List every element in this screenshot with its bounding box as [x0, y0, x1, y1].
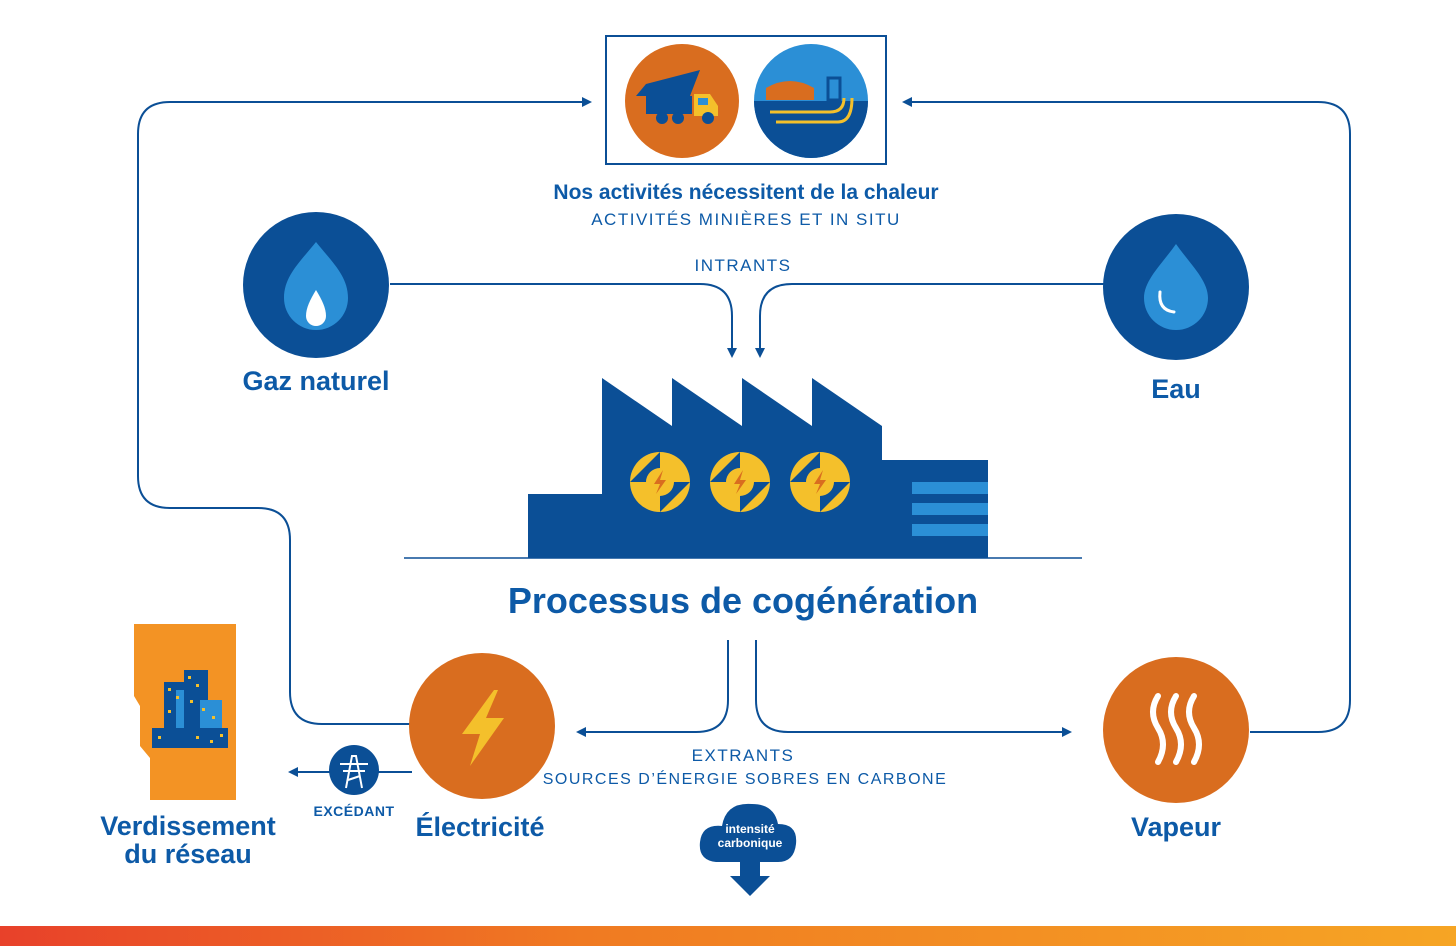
steam-icon	[1103, 657, 1249, 803]
city-icon	[152, 670, 228, 748]
surplus-label: EXCÉDANT	[313, 803, 395, 819]
outputs-label: EXTRANTS	[691, 746, 795, 765]
natural-gas-label: Gaz naturel	[242, 366, 390, 396]
electricity-label: Électricité	[415, 812, 545, 842]
connector-lines	[137, 97, 1351, 777]
in-situ-facility-icon	[754, 44, 868, 158]
grid-greening-label: Verdissement du réseau	[68, 812, 308, 868]
steam-label: Vapeur	[1130, 812, 1222, 842]
natural-gas-icon	[243, 212, 389, 358]
turbine-icon	[790, 452, 850, 512]
grid-label-line1: Verdissement	[100, 811, 276, 841]
activities-box	[605, 35, 887, 165]
gas-input-line	[390, 283, 737, 358]
outputs-sublabel: SOURCES D’ÉNERGIE SOBRES EN CARBONE	[542, 771, 948, 788]
carbon-cloud-line1: intensité	[725, 822, 775, 836]
electricity-output-line	[576, 640, 729, 737]
activities-title: Nos activités nécessitent de la chaleur	[553, 181, 939, 204]
carbon-cloud-text: intensité carbonique	[700, 822, 800, 850]
carbon-intensity-cloud-icon	[699, 803, 797, 896]
activities-subtitle: ACTIVITÉS MINIÈRES ET IN SITU	[591, 210, 901, 229]
footer-gradient-bar	[0, 926, 1456, 946]
factory-window-1	[912, 482, 988, 494]
factory-window-3	[912, 524, 988, 536]
loop-left-line	[137, 97, 592, 725]
turbine-icon	[630, 452, 690, 512]
steam-output-line	[755, 640, 1072, 737]
transmission-tower-icon	[329, 745, 379, 795]
process-title: Processus de cogénération	[507, 580, 979, 621]
factory-window-2	[912, 503, 988, 515]
water-label: Eau	[1151, 374, 1201, 404]
water-input-line	[755, 283, 1104, 358]
turbine-icon	[710, 452, 770, 512]
loop-right-line	[902, 97, 1351, 733]
dump-truck-icon	[625, 44, 739, 158]
factory-icon	[528, 378, 988, 558]
water-drop-icon	[1103, 214, 1249, 360]
electricity-icon	[409, 653, 555, 799]
alberta-map-icon	[134, 624, 236, 800]
grid-label-line2: du réseau	[124, 839, 252, 869]
carbon-cloud-line2: carbonique	[717, 836, 783, 850]
inputs-label: INTRANTS	[694, 256, 792, 275]
